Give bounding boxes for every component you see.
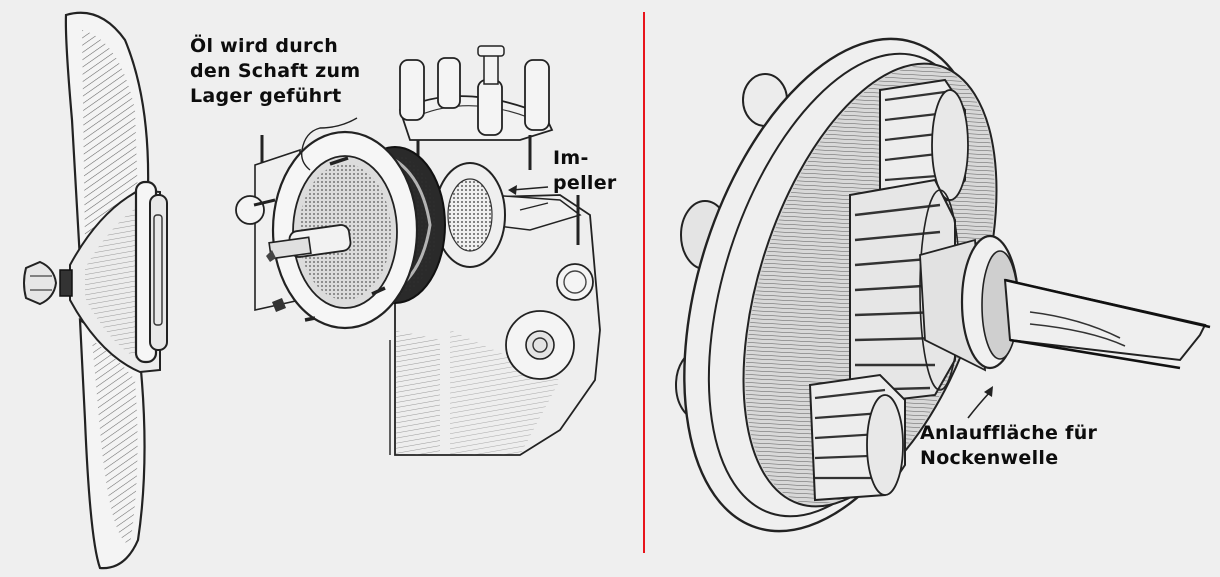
thrust-face-label: Anlauffläche für Nockenwelle [920, 422, 1098, 469]
panel-divider [643, 12, 645, 553]
propeller-drawing [23, 11, 168, 570]
oil-feed-leader-line [300, 117, 358, 171]
left-panel-illustration [23, 11, 601, 570]
pump-assembly-drawing [235, 45, 601, 456]
timing-gear-drawing [675, 37, 1211, 533]
oil-feed-label: Öl wird durch den Schaft zum Lager gefüh… [190, 35, 361, 107]
impeller-arrow [508, 185, 549, 195]
impeller-label: Im- peller [553, 147, 617, 194]
impeller-leader-line [519, 202, 549, 211]
thrust-face-arrow [967, 386, 993, 419]
